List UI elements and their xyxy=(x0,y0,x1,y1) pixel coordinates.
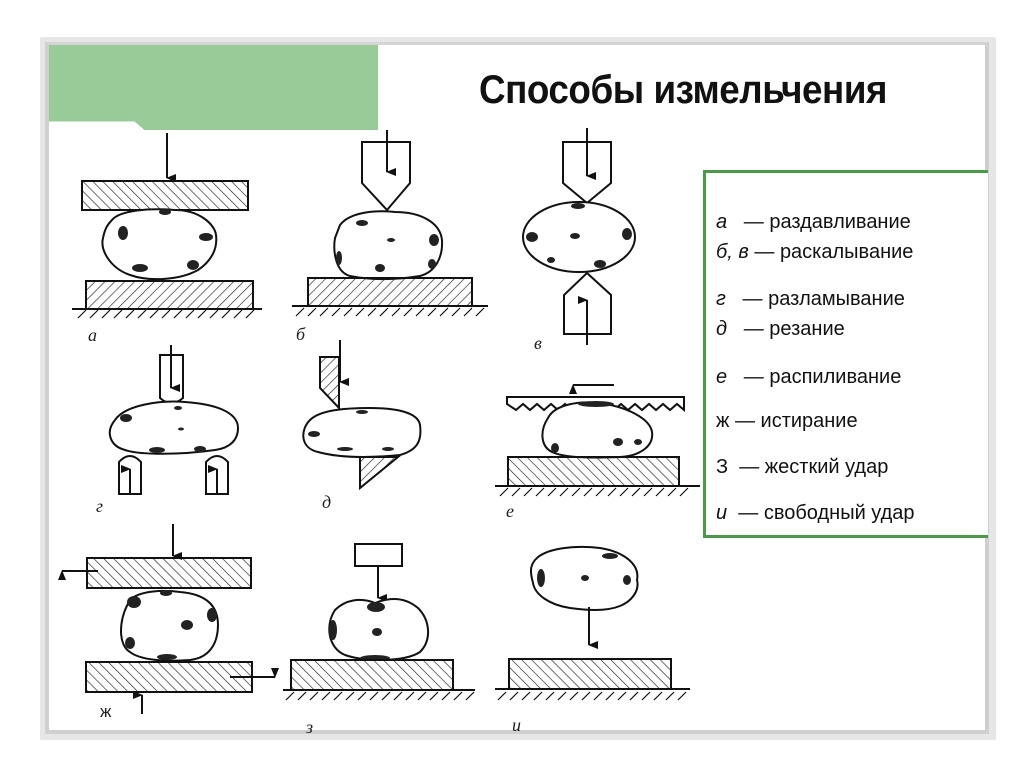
legend-item: ж — истирание xyxy=(716,410,858,433)
lower-blade xyxy=(359,456,401,491)
diagram-label-z: з xyxy=(306,717,314,737)
base-plate xyxy=(290,659,454,691)
legend-text: раскалывание xyxy=(779,241,914,263)
lump xyxy=(120,590,220,662)
legend-separator: — xyxy=(743,211,764,233)
diagram-cutting xyxy=(302,340,422,491)
diagram-label-d: д xyxy=(322,492,332,512)
diagram-label-i: и xyxy=(512,715,521,735)
legend-key: а xyxy=(716,211,728,233)
legend-item: б, в — раскалывание xyxy=(716,241,913,264)
legend-separator: — xyxy=(739,456,760,478)
legend-separator: — xyxy=(734,410,755,432)
legend-key: д xyxy=(716,318,728,340)
legend-text: резание xyxy=(769,318,845,340)
legend-key: е xyxy=(716,366,728,388)
legend-separator: — xyxy=(754,241,775,263)
upper-plate xyxy=(86,557,252,589)
legend-key: и xyxy=(716,502,728,524)
diagram-label-v: в xyxy=(534,333,542,353)
legend-separator: — xyxy=(743,366,764,388)
title-accent-tab xyxy=(49,45,378,130)
diagram-breaking xyxy=(108,345,240,495)
lump xyxy=(101,208,218,281)
legend-key: б, в xyxy=(716,241,749,263)
diagram-label-a: а xyxy=(88,325,97,345)
base-plate xyxy=(307,277,473,307)
legend-text: истирание xyxy=(760,410,858,432)
lump xyxy=(541,401,654,459)
legend-item: З — жесткий удар xyxy=(716,456,888,479)
wedge-tool xyxy=(361,141,411,212)
diagram-label-g: г xyxy=(96,496,104,516)
base-plate xyxy=(508,658,672,690)
slide-title: Способы измельчения xyxy=(479,68,887,112)
legend-text: свободный удар xyxy=(763,502,915,524)
diagram-hard-impact xyxy=(283,543,475,701)
lump xyxy=(333,210,444,280)
diagram-splitting-v xyxy=(522,128,636,345)
legend-key: ж xyxy=(716,410,730,432)
lower-plate xyxy=(85,280,254,310)
diagram-label-zh: ж xyxy=(100,702,112,721)
legend-text: раздавливание xyxy=(769,211,911,233)
hammer-weight xyxy=(354,543,403,567)
legend-item: а — раздавливание xyxy=(716,211,911,234)
diagram-label-e: е xyxy=(506,501,514,521)
legend-text: разламывание xyxy=(768,288,905,310)
legend-separator: — xyxy=(738,502,759,524)
legend-text: распиливание xyxy=(769,366,902,388)
diagram-sawing xyxy=(495,384,700,497)
legend-key: З xyxy=(716,456,729,478)
diagram-label-b: б xyxy=(296,324,306,344)
legend-item: и — свободный удар xyxy=(716,502,915,525)
diagram-crushing xyxy=(72,133,262,319)
legend-item: е — распиливание xyxy=(716,366,901,389)
lump xyxy=(108,400,240,455)
diagram-free-impact xyxy=(495,545,690,701)
lower-plate xyxy=(85,661,253,693)
legend-item: г — разламывание xyxy=(716,288,905,311)
legend-box: а — раздавливание б, в — раскалывание г … xyxy=(703,170,988,538)
diagram-splitting-b xyxy=(292,130,488,317)
lump xyxy=(302,406,422,458)
legend-separator: — xyxy=(742,288,763,310)
legend-separator: — xyxy=(743,318,764,340)
diagram-abrasion xyxy=(58,524,279,714)
legend-item: д — резание xyxy=(716,318,845,341)
upper-plate xyxy=(81,180,249,211)
cutting-blade xyxy=(319,356,340,411)
legend-text: жесткий удар xyxy=(764,456,889,478)
base-plate xyxy=(507,456,680,487)
legend-key: г xyxy=(716,288,726,310)
